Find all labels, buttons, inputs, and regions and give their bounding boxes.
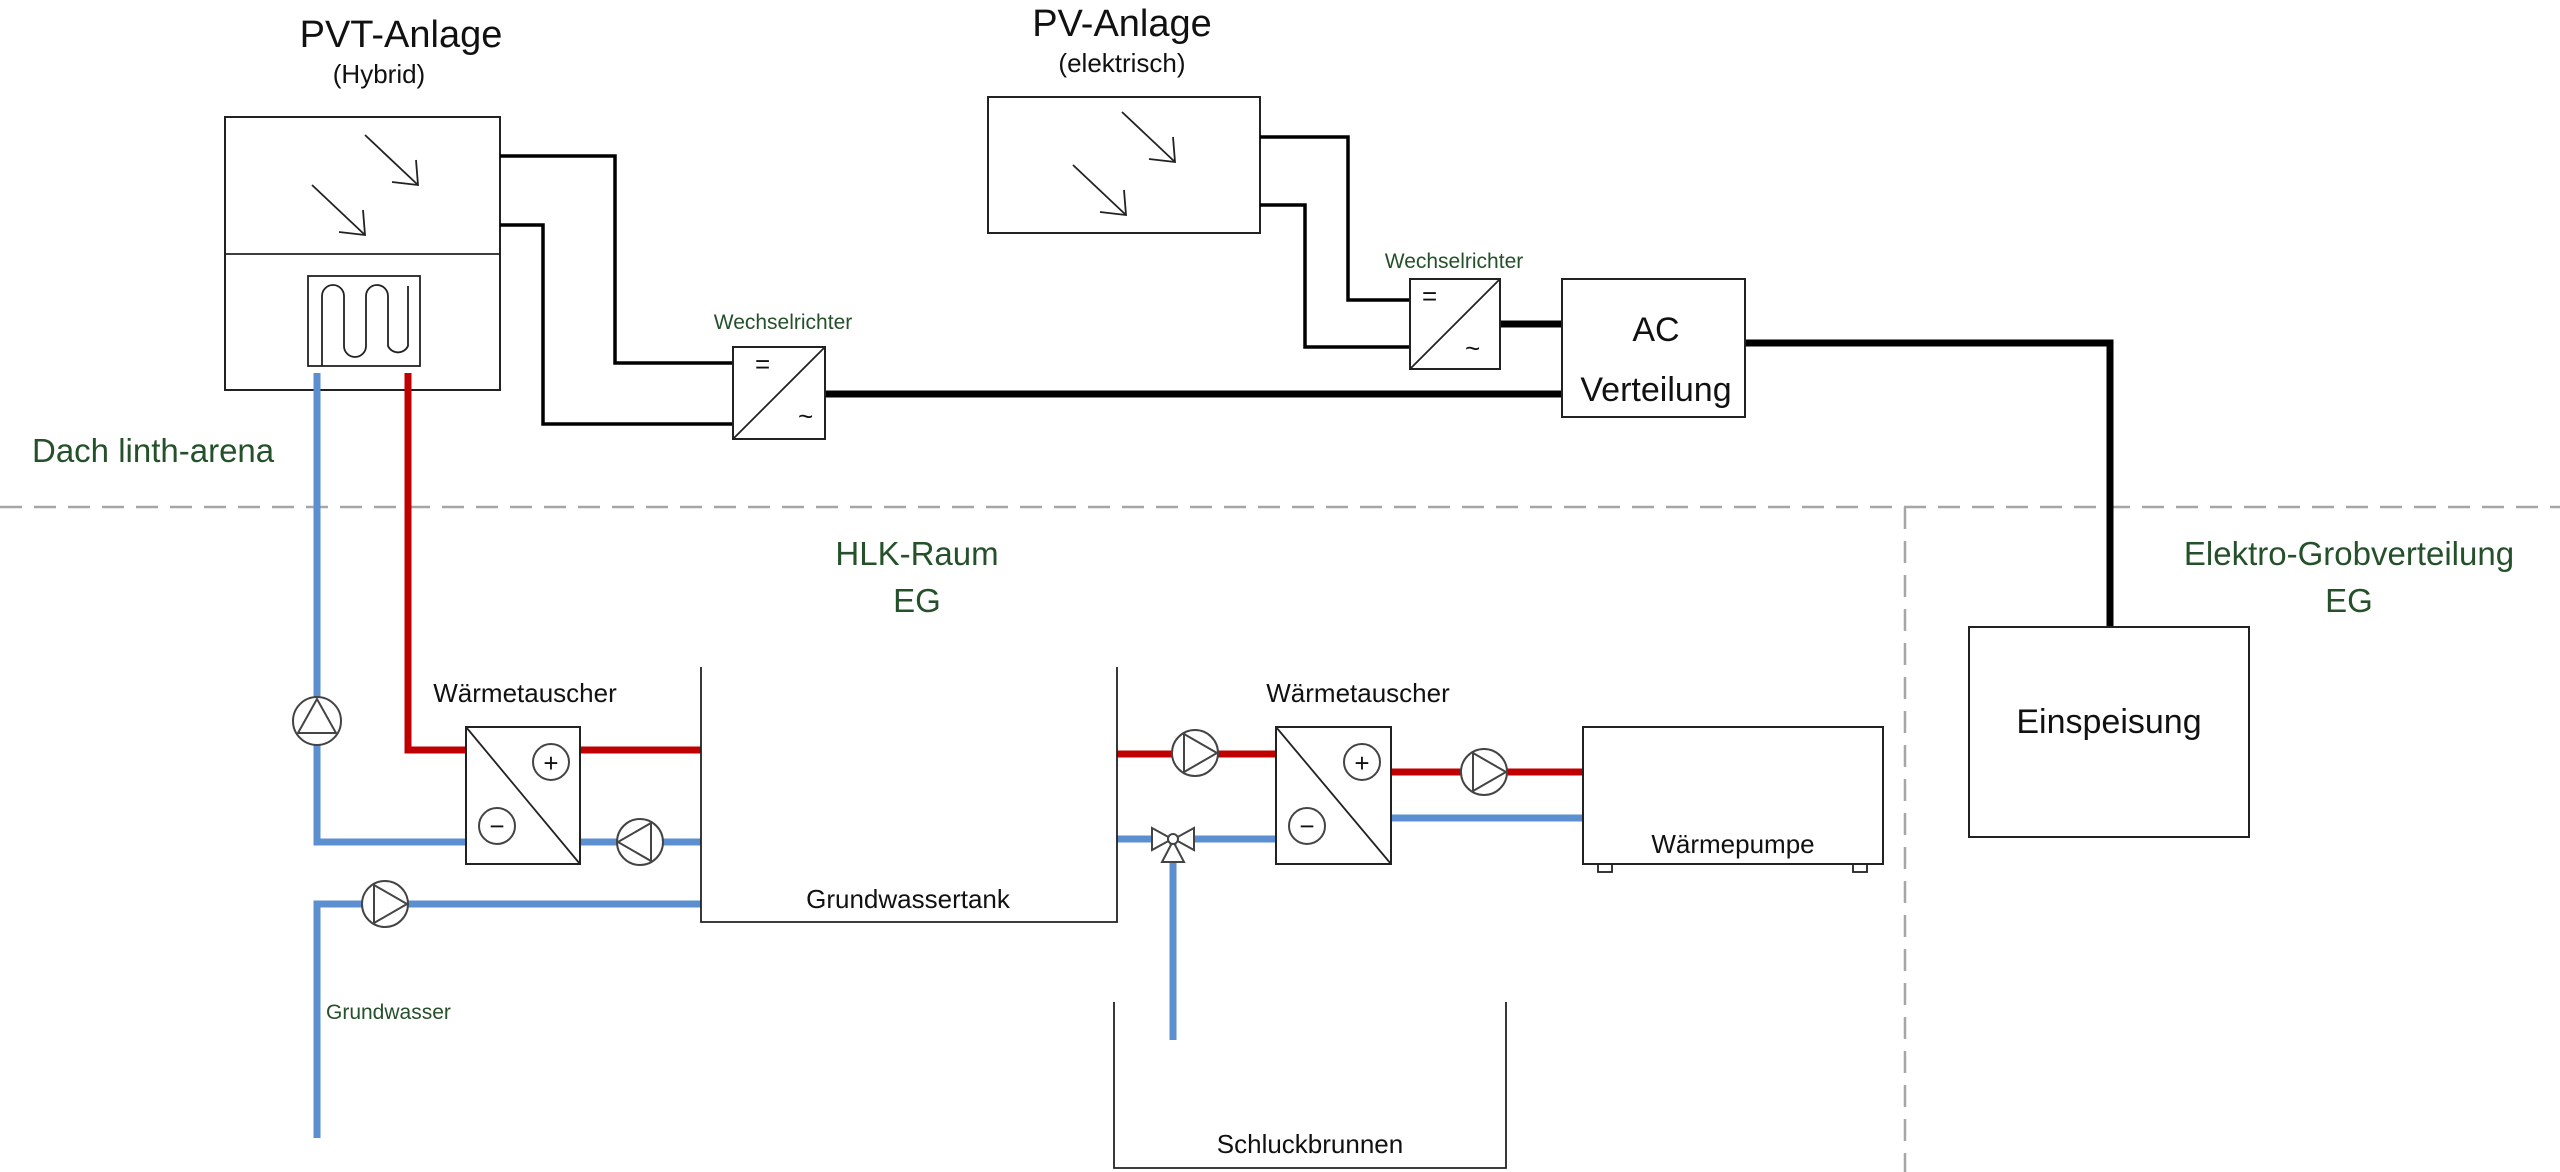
feed-in-box: Einspeisung: [1968, 626, 2250, 838]
inverter-pv: = ~: [1409, 278, 1501, 370]
inverter-pvt-label: Wechselrichter: [714, 311, 853, 334]
svg-text:Schluckbrunnen: Schluckbrunnen: [1217, 1129, 1403, 1159]
svg-text:Wärmepumpe: Wärmepumpe: [1651, 829, 1814, 859]
heat-exchanger-2-label: Wärmetauscher: [1266, 678, 1450, 708]
heat-pump: Wärmepumpe: [1582, 726, 1884, 873]
pipe-groundwater-blue: [313, 900, 701, 1138]
dc-wire-pvt-2: [500, 223, 733, 426]
heat-exchanger-1-label: Wärmetauscher: [433, 678, 617, 708]
inverter-pvt: = ~: [732, 346, 826, 440]
pvt-title: PVT-Anlage: [300, 14, 503, 56]
minus-icon: −: [489, 811, 504, 841]
pv-title: PV-Anlage: [1032, 3, 1212, 45]
svg-text:=: =: [755, 349, 770, 379]
minus-icon: −: [1299, 811, 1314, 841]
dc-wire-pv-1: [1260, 135, 1410, 302]
pvt-subtitle: (Hybrid): [333, 59, 425, 89]
svg-text:=: =: [1422, 281, 1437, 311]
pvt-module: [224, 116, 501, 391]
dc-wire-pv-2: [1260, 203, 1410, 349]
infiltration-well: Schluckbrunnen: [1113, 1002, 1507, 1169]
heat-exchanger-1: + −: [465, 726, 581, 865]
ac-distribution-box: AC Verteilung: [1561, 278, 1746, 418]
pump-icon: [292, 696, 342, 746]
pump-icon: [615, 818, 664, 866]
pipe-pvt-supply-red: [404, 373, 466, 754]
dc-wire-pvt-1: [500, 154, 733, 365]
pipe-pvt-return-blue: [313, 373, 466, 846]
svg-text:AC: AC: [1632, 311, 1679, 349]
pump-icon: [1460, 748, 1509, 796]
plus-icon: +: [543, 748, 558, 778]
zone-label-hvac-floor: EG: [893, 582, 941, 619]
ac-wire-distribution-to-feed-in: [1745, 339, 2114, 627]
groundwater-label: Grundwasser: [326, 1001, 451, 1024]
svg-text:Einspeisung: Einspeisung: [2016, 703, 2201, 741]
inverter-pv-label: Wechselrichter: [1385, 250, 1524, 273]
solar-arrows-icon: [311, 134, 419, 237]
pump-icon: [1171, 729, 1220, 777]
plus-icon: +: [1354, 748, 1369, 778]
svg-text:Verteilung: Verteilung: [1580, 371, 1731, 409]
zone-label-electro-floor: EG: [2325, 582, 2373, 619]
svg-text:~: ~: [798, 401, 813, 431]
svg-text:~: ~: [1465, 333, 1480, 363]
pv-subtitle: (elektrisch): [1058, 48, 1185, 78]
heat-exchanger-2: + −: [1275, 726, 1392, 865]
three-way-valve-icon: [1151, 826, 1195, 863]
groundwater-tank: Grundwassertank: [700, 667, 1118, 923]
zone-label-roof: Dach linth-arena: [32, 432, 275, 469]
svg-text:Grundwassertank: Grundwassertank: [806, 884, 1011, 914]
pv-module: [987, 96, 1261, 234]
zone-label-hvac: HLK-Raum: [835, 535, 998, 572]
solar-arrows-icon: [1072, 111, 1176, 217]
pump-icon: [361, 880, 410, 928]
zone-label-electro: Elektro-Grobverteilung: [2184, 535, 2514, 572]
thermal-collector-icon: [307, 275, 421, 367]
